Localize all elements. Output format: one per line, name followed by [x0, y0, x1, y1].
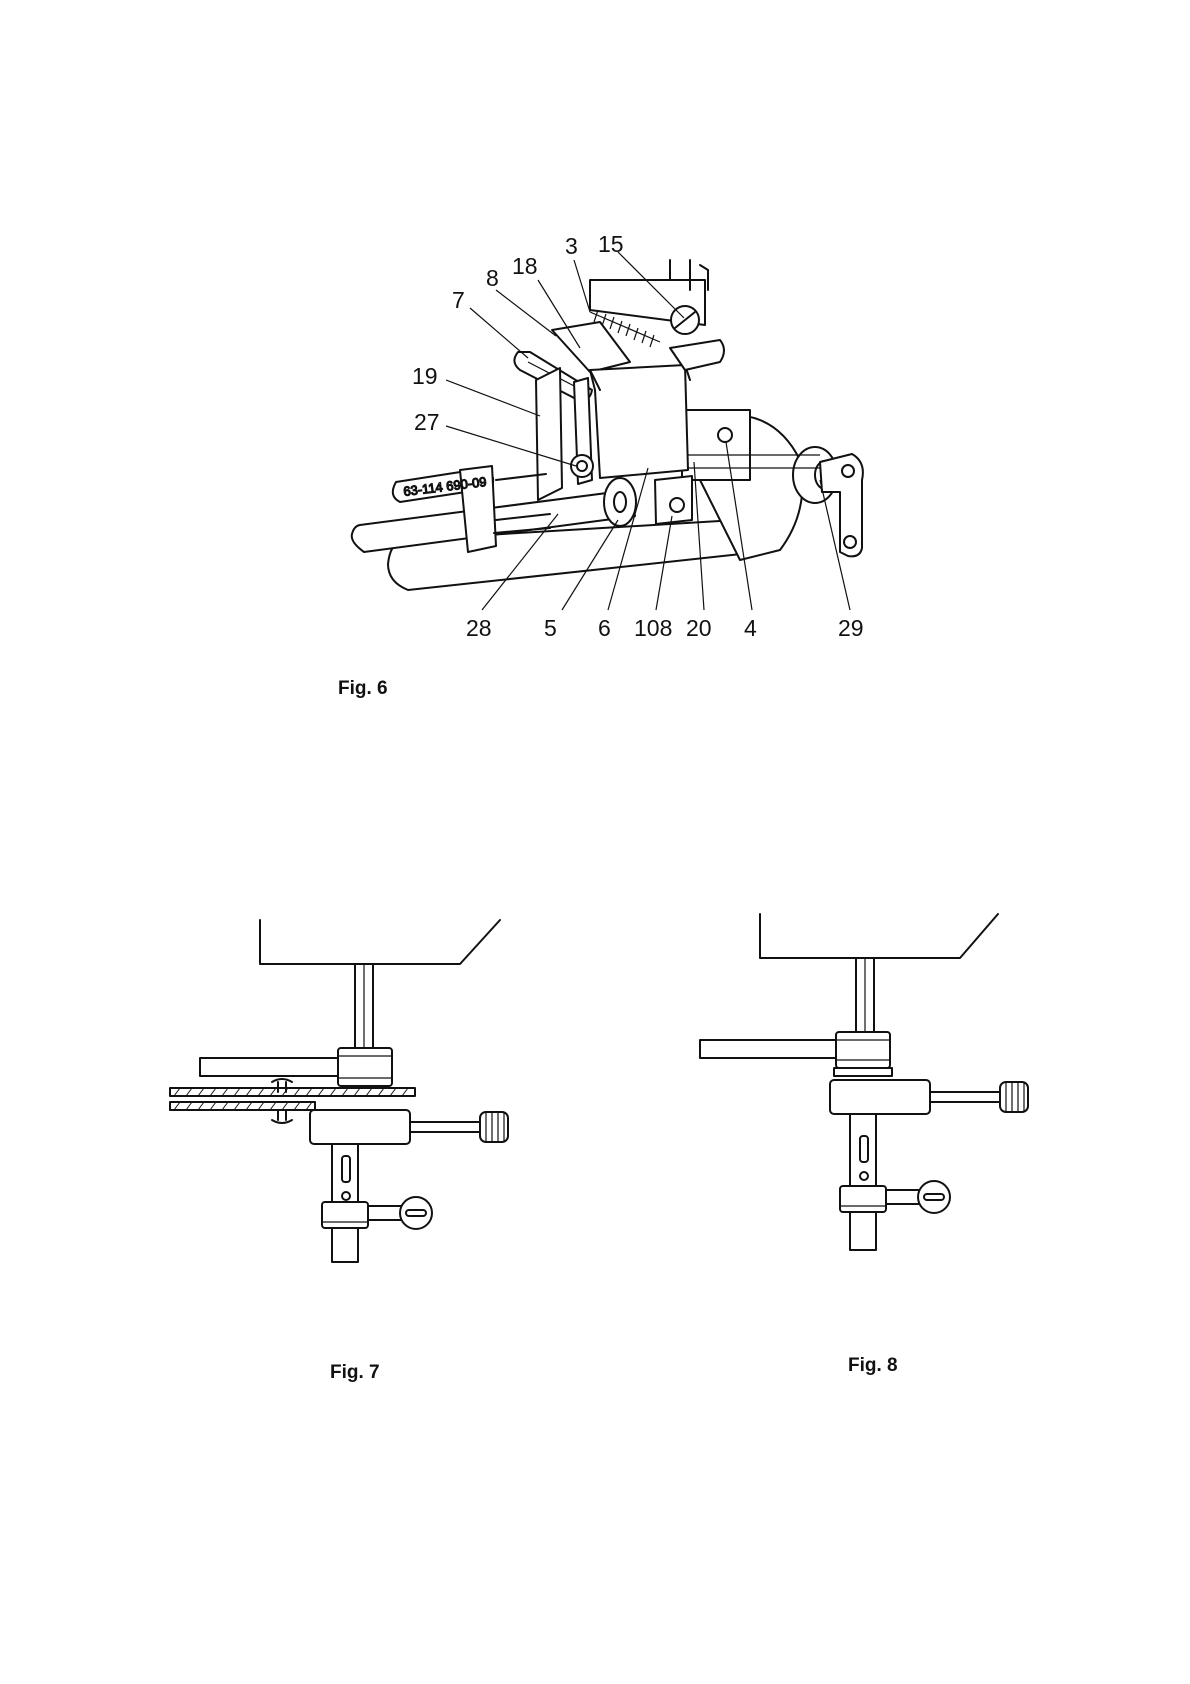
callout-19: 19 [412, 363, 438, 389]
callout-27: 27 [414, 409, 440, 435]
slotted-screw-icon [400, 1197, 432, 1229]
slotted-screw-icon-2 [918, 1181, 950, 1213]
callout-28: 28 [466, 615, 492, 641]
callout-20: 20 [686, 615, 712, 641]
callout-29: 29 [838, 615, 864, 641]
callout-4: 4 [744, 615, 757, 641]
fig6-caption: Fig. 6 [338, 678, 388, 700]
fig8-drawing [690, 900, 1110, 1340]
callout-7: 7 [452, 287, 465, 313]
callout-15: 15 [598, 231, 624, 257]
callout-5: 5 [544, 615, 557, 641]
fig7-caption: Fig. 7 [330, 1362, 380, 1384]
figure-6: 63-114 690-09 3 15 18 8 7 19 27 28 5 [300, 230, 960, 690]
callout-18: 18 [512, 253, 538, 279]
callout-6: 6 [598, 615, 611, 641]
callout-8: 8 [486, 265, 499, 291]
figure-7 [150, 900, 570, 1340]
figure-8 [690, 900, 1110, 1340]
fig6-drawing: 63-114 690-09 3 15 18 8 7 19 27 28 5 [300, 230, 960, 690]
callout-3: 3 [565, 233, 578, 259]
callout-108: 108 [634, 615, 672, 641]
fig7-drawing [150, 900, 570, 1340]
fig8-caption: Fig. 8 [848, 1355, 898, 1377]
